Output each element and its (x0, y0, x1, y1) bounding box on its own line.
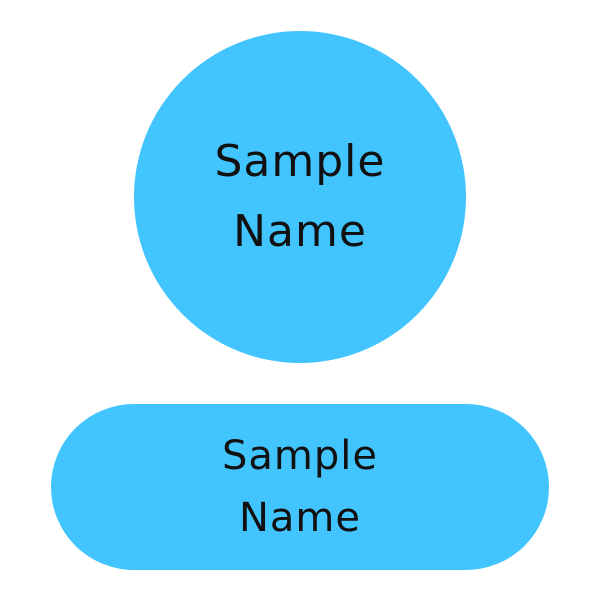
circle-label-line-1: Sample (214, 136, 386, 187)
pill-label-line-1: Sample (222, 433, 378, 479)
circle-label-line-2: Name (233, 206, 367, 257)
pill-label-line-2: Name (238, 495, 361, 541)
pill-label[interactable]: Sample Name (51, 404, 549, 570)
circle-label[interactable]: Sample Name (134, 31, 466, 363)
